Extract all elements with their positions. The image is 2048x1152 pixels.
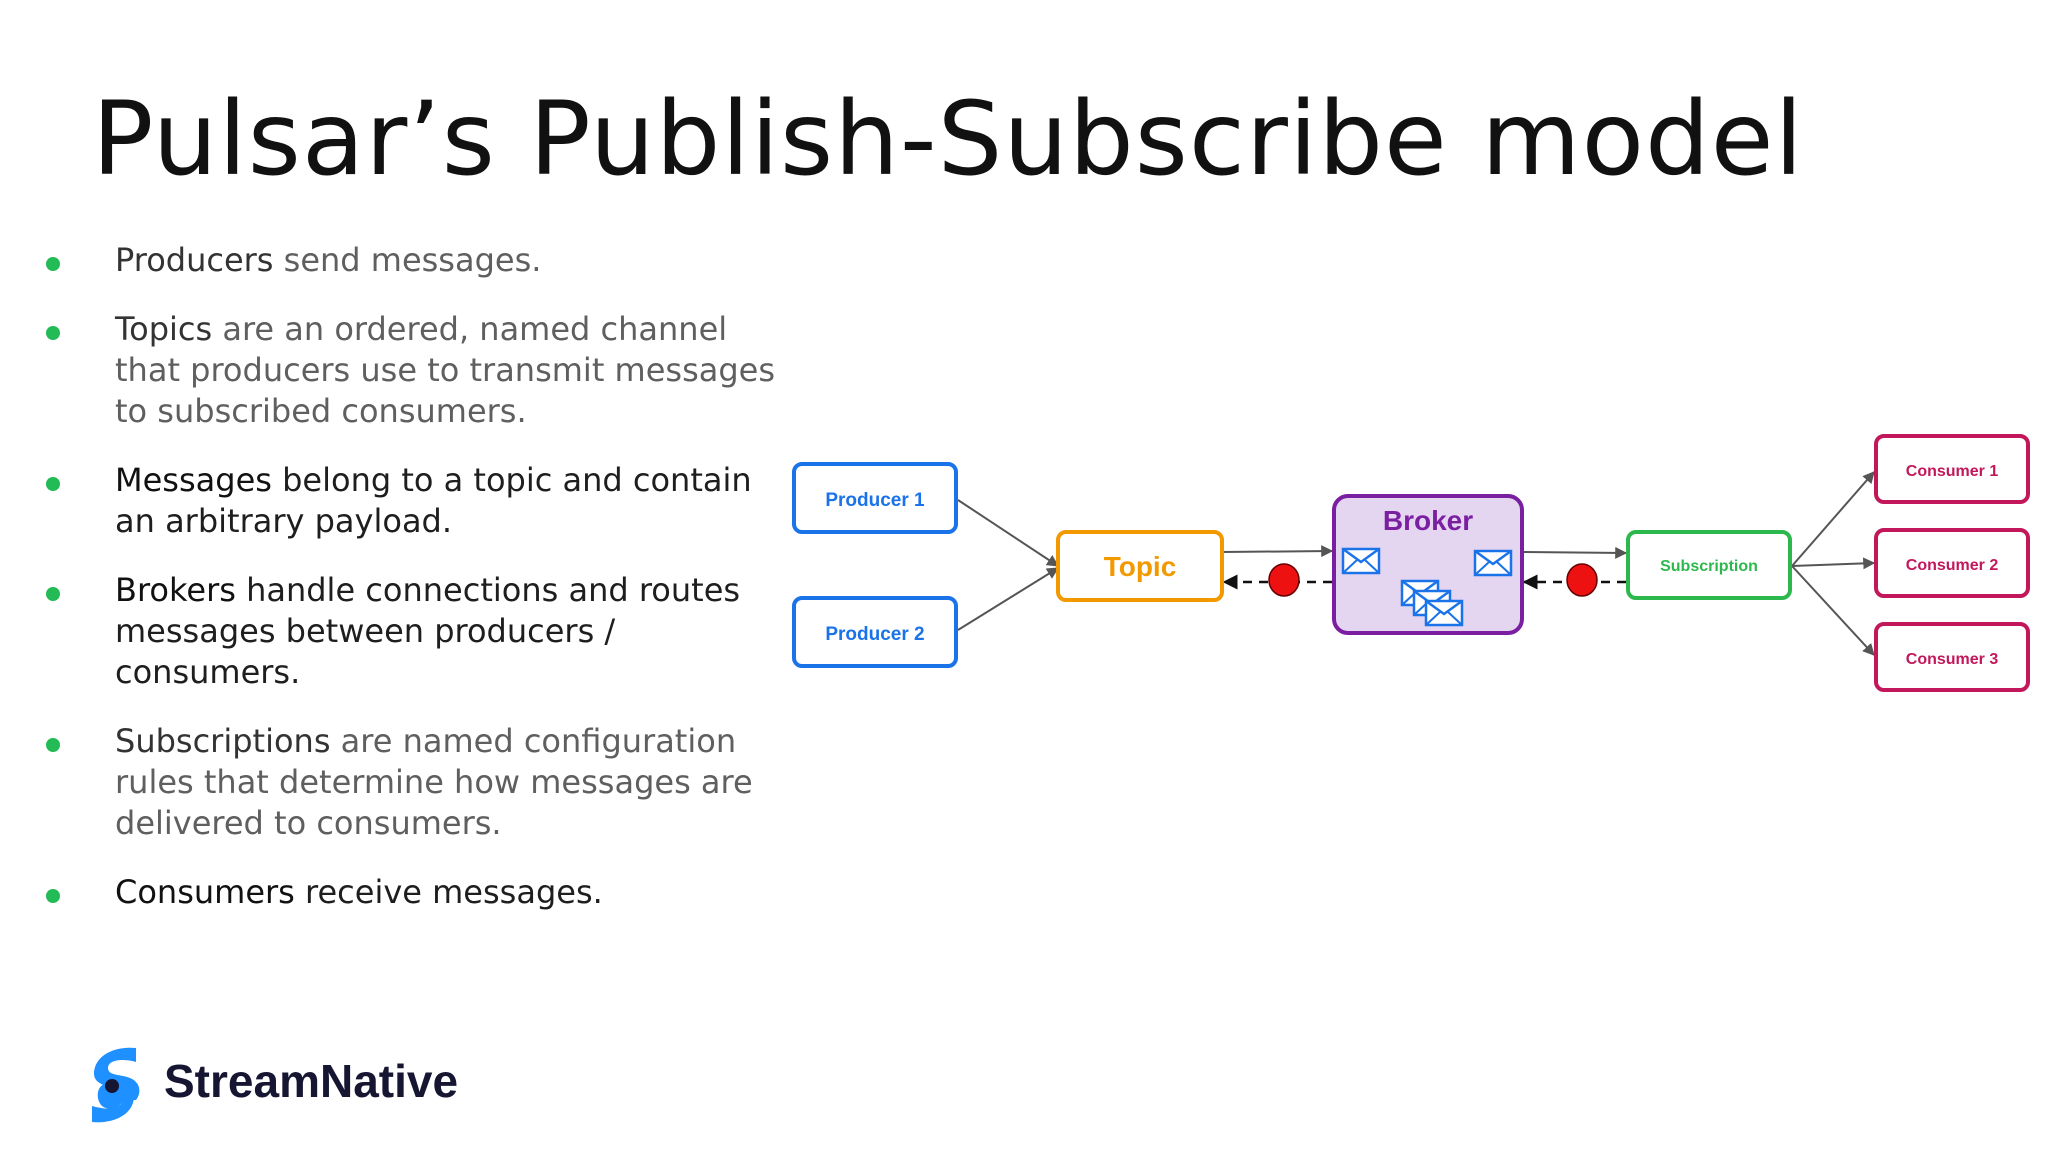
arrow-broker-subscription — [1521, 546, 1628, 559]
bullet-term: Messages — [115, 461, 272, 499]
bullet-dot — [46, 587, 60, 601]
bullet-text: are named configuration rules that deter… — [115, 722, 753, 842]
bullet-item: Topics are an ordered, named channel tha… — [38, 309, 798, 432]
bullet-text: send messages. — [273, 241, 542, 279]
producer-1-node: Producer 1 — [792, 462, 958, 534]
producer-1-label: Producer 1 — [825, 490, 925, 511]
producer-2-label: Producer 2 — [825, 624, 924, 645]
consumer-3-label: Consumer 3 — [1906, 651, 1999, 668]
arrow-producer2-topic — [957, 567, 1060, 631]
consumer-2-node: Consumer 2 — [1874, 528, 2030, 598]
bullet-term: Producers — [115, 241, 274, 279]
bullet-text: receive messages. — [294, 873, 603, 911]
bullet-text: handle connections and routes messages b… — [115, 571, 741, 691]
arrow-subscription-consumer3 — [1791, 565, 1875, 656]
arrow-producer1-topic — [957, 499, 1060, 567]
ack-dot-subscription — [1566, 563, 1598, 597]
bullet-dot — [46, 738, 60, 752]
broker-node: Broker — [1332, 494, 1524, 635]
bullet-text: belong to a topic and contain an arbitra… — [115, 461, 752, 540]
slide-title: Pulsar’s Publish-Subscribe model — [92, 80, 1804, 199]
bullet-dot — [46, 257, 60, 271]
topic-node: Topic — [1056, 530, 1224, 602]
bullet-list: Producers send messages. Topics are an o… — [38, 240, 798, 941]
topic-label: Topic — [1104, 551, 1177, 582]
bullet-dot — [46, 889, 60, 903]
bullet-dot — [46, 326, 60, 340]
bullet-dot — [46, 477, 60, 491]
bullet-term: Subscriptions — [115, 722, 331, 760]
envelope-icon — [1424, 599, 1464, 627]
bullet-term: Topics — [115, 310, 213, 348]
envelope-icon — [1341, 547, 1381, 575]
bullet-item: Messages belong to a topic and contain a… — [38, 460, 798, 542]
bullet-item: Consumers receive messages. — [38, 872, 798, 913]
bullet-item: Brokers handle connections and routes me… — [38, 570, 798, 693]
consumer-3-node: Consumer 3 — [1874, 622, 2030, 692]
arrow-subscription-consumer2 — [1791, 557, 1876, 570]
bullet-item: Producers send messages. — [38, 240, 798, 281]
envelope-icon — [1473, 549, 1513, 577]
bullet-item: Subscriptions are named configuration ru… — [38, 721, 798, 844]
bullet-term: Brokers — [115, 571, 236, 609]
consumer-1-node: Consumer 1 — [1874, 434, 2030, 504]
bullet-text: are an ordered, named channel that produ… — [115, 310, 776, 430]
subscription-label: Subscription — [1660, 558, 1758, 575]
broker-label: Broker — [1383, 505, 1473, 536]
brand-name: StreamNative — [164, 1055, 459, 1107]
subscription-node: Subscription — [1626, 530, 1792, 600]
consumer-1-label: Consumer 1 — [1906, 463, 1999, 480]
producer-2-node: Producer 2 — [792, 596, 958, 668]
consumer-2-label: Consumer 2 — [1906, 557, 1999, 574]
connectors — [957, 471, 1876, 656]
streamnative-logo-icon — [92, 1047, 140, 1123]
ack-dot-topic — [1268, 563, 1300, 597]
arrow-subscription-consumer1 — [1791, 471, 1875, 567]
arrow-topic-broker — [1221, 545, 1334, 558]
bullet-term: Consumers — [115, 873, 295, 911]
